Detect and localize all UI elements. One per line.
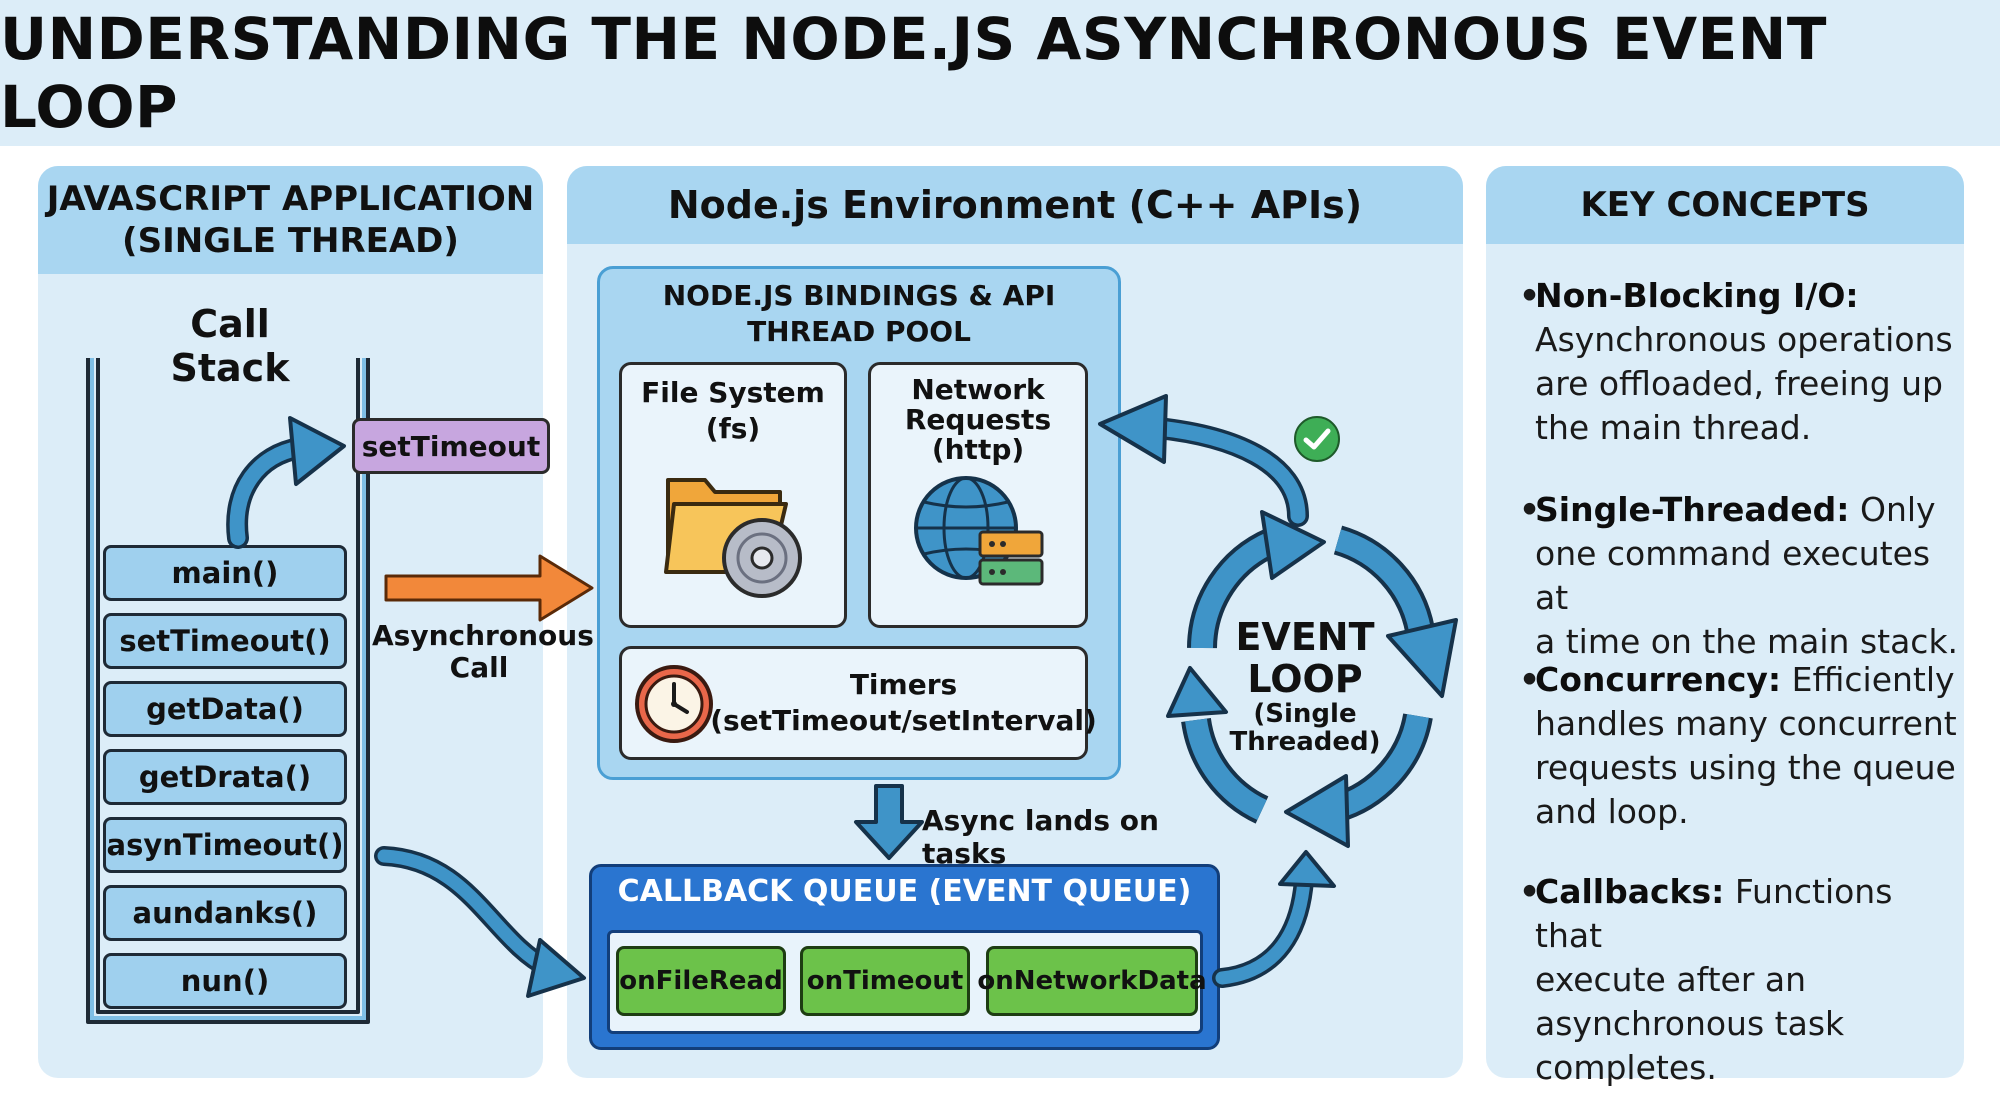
bullet: • <box>1519 660 1541 699</box>
timers-box[interactable]: Timers (setTimeout/setInterval) <box>619 646 1097 760</box>
bullet: • <box>1519 872 1541 911</box>
settimeout-badge[interactable]: setTimeout <box>352 418 550 474</box>
concept-single-threaded: • Single-Threaded: Only one command exec… <box>1519 488 1965 664</box>
concept-text: Efficiently <box>1791 660 1955 699</box>
concept-concurrency: • Concurrency: Efficiently handles many … <box>1519 658 1965 834</box>
title-banner: UNDERSTANDING THE NODE.JS ASYNCHRONOUS E… <box>0 0 2000 146</box>
call-stack-label: Call Stack <box>170 302 290 390</box>
arrow-to-settimeout <box>226 416 346 549</box>
stack-item-settimeout[interactable]: setTimeout() <box>103 613 347 669</box>
bullet: • <box>1519 490 1541 529</box>
concept-text: and loop. <box>1535 792 1689 831</box>
concept-text: requests using the queue <box>1535 748 1956 787</box>
call-stack-container <box>86 358 370 1024</box>
concept-text: handles many concurrent <box>1535 704 1957 743</box>
concept-text: asynchronous task <box>1535 1004 1845 1043</box>
task-onnetworkdata[interactable]: onNetworkData <box>977 946 1207 1016</box>
js-app-header: JAVASCRIPT APPLICATION (SINGLE THREAD) <box>38 166 543 274</box>
concept-text: Only <box>1859 490 1936 529</box>
clock-icon <box>635 665 713 743</box>
concept-text: completes. <box>1535 1048 1717 1087</box>
key-concepts-panel <box>1486 166 1964 1078</box>
async-call-label: Asynchronous Call <box>372 619 594 684</box>
event-loop-line3: (Single <box>1253 699 1357 729</box>
page-title: UNDERSTANDING THE NODE.JS ASYNCHRONOUS E… <box>0 5 1827 141</box>
concept-term: Concurrency: <box>1535 660 1782 699</box>
arrow-queue-to-loop <box>1212 850 1336 988</box>
event-loop-line2: LOOP <box>1247 657 1363 701</box>
concept-text: are offloaded, freeing up <box>1535 364 1943 403</box>
check-icon <box>1294 416 1340 462</box>
arrow-down-to-queue <box>854 784 924 860</box>
arrow-stack-to-queue <box>374 846 586 998</box>
stack-item-aundanks[interactable]: aundanks() <box>103 885 347 941</box>
bullet: • <box>1519 276 1541 315</box>
event-loop-line4: Threaded) <box>1229 727 1381 757</box>
key-concepts-header: KEY CONCEPTS <box>1486 166 1964 244</box>
bindings-header: NODE.JS BINDINGS & API THREAD POOL <box>597 278 1121 350</box>
concept-text: execute after an <box>1535 960 1807 999</box>
event-loop-line1: EVENT <box>1235 615 1375 659</box>
net-label-line2: Requests <box>904 403 1052 436</box>
concept-text: a time on the main stack. <box>1535 622 1959 661</box>
node-env-header: Node.js Environment (C++ APIs) <box>567 166 1463 244</box>
bindings-header-line2: THREAD POOL <box>747 315 971 348</box>
stack-item-main[interactable]: main() <box>103 545 347 601</box>
timers-label-line1: Timers <box>849 668 958 701</box>
event-loop-label: EVENT LOOP (Single Threaded) <box>1210 616 1400 756</box>
concept-text: the main thread. <box>1535 408 1812 447</box>
concept-term: Non-Blocking I/O: <box>1535 276 1859 315</box>
js-app-header-line2: (SINGLE THREAD) <box>122 221 459 261</box>
async-call-line1: Asynchronous <box>372 619 594 652</box>
timers-label-line2: (setTimeout/setInterval) <box>710 704 1097 737</box>
stack-item-getdrata[interactable]: getDrata() <box>103 749 347 805</box>
fs-label-line2: (fs) <box>705 412 761 445</box>
bindings-header-line1: NODE.JS BINDINGS & API <box>662 279 1056 312</box>
stack-item-nun[interactable]: nun() <box>103 953 347 1009</box>
concept-callbacks: • Callbacks: Functions that execute afte… <box>1519 870 1965 1090</box>
async-call-arrow <box>384 554 594 622</box>
fs-label-line1: File System <box>641 376 825 409</box>
net-label-line1: Network <box>911 373 1045 406</box>
concept-non-blocking: • Non-Blocking I/O: Asynchronous operati… <box>1519 274 1965 450</box>
concept-text: Functions that <box>1535 872 1893 955</box>
stack-item-getdata[interactable]: getData() <box>103 681 347 737</box>
concept-text: one command executes at <box>1535 534 1931 617</box>
concept-text: Asynchronous operations <box>1535 320 1953 359</box>
arrow-loop-to-bindings <box>1098 394 1309 527</box>
net-label-line3: (http) <box>931 433 1025 466</box>
concept-term: Single-Threaded: <box>1535 490 1850 529</box>
folder-disc-icon <box>664 478 802 598</box>
callback-queue-header: CALLBACK QUEUE (EVENT QUEUE) <box>617 874 1192 909</box>
async-call-line2: Call <box>449 651 509 684</box>
js-app-header-line1: JAVASCRIPT APPLICATION <box>46 179 535 219</box>
task-ontimeout[interactable]: onTimeout <box>800 946 970 1016</box>
task-onfileread[interactable]: onFileRead <box>616 946 786 1016</box>
globe-server-icon <box>914 476 1044 586</box>
event-loop-cycle <box>1166 510 1458 848</box>
concept-term: Callbacks: <box>1535 872 1725 911</box>
stack-item-asyntimeout[interactable]: asynTimeout() <box>103 817 347 873</box>
